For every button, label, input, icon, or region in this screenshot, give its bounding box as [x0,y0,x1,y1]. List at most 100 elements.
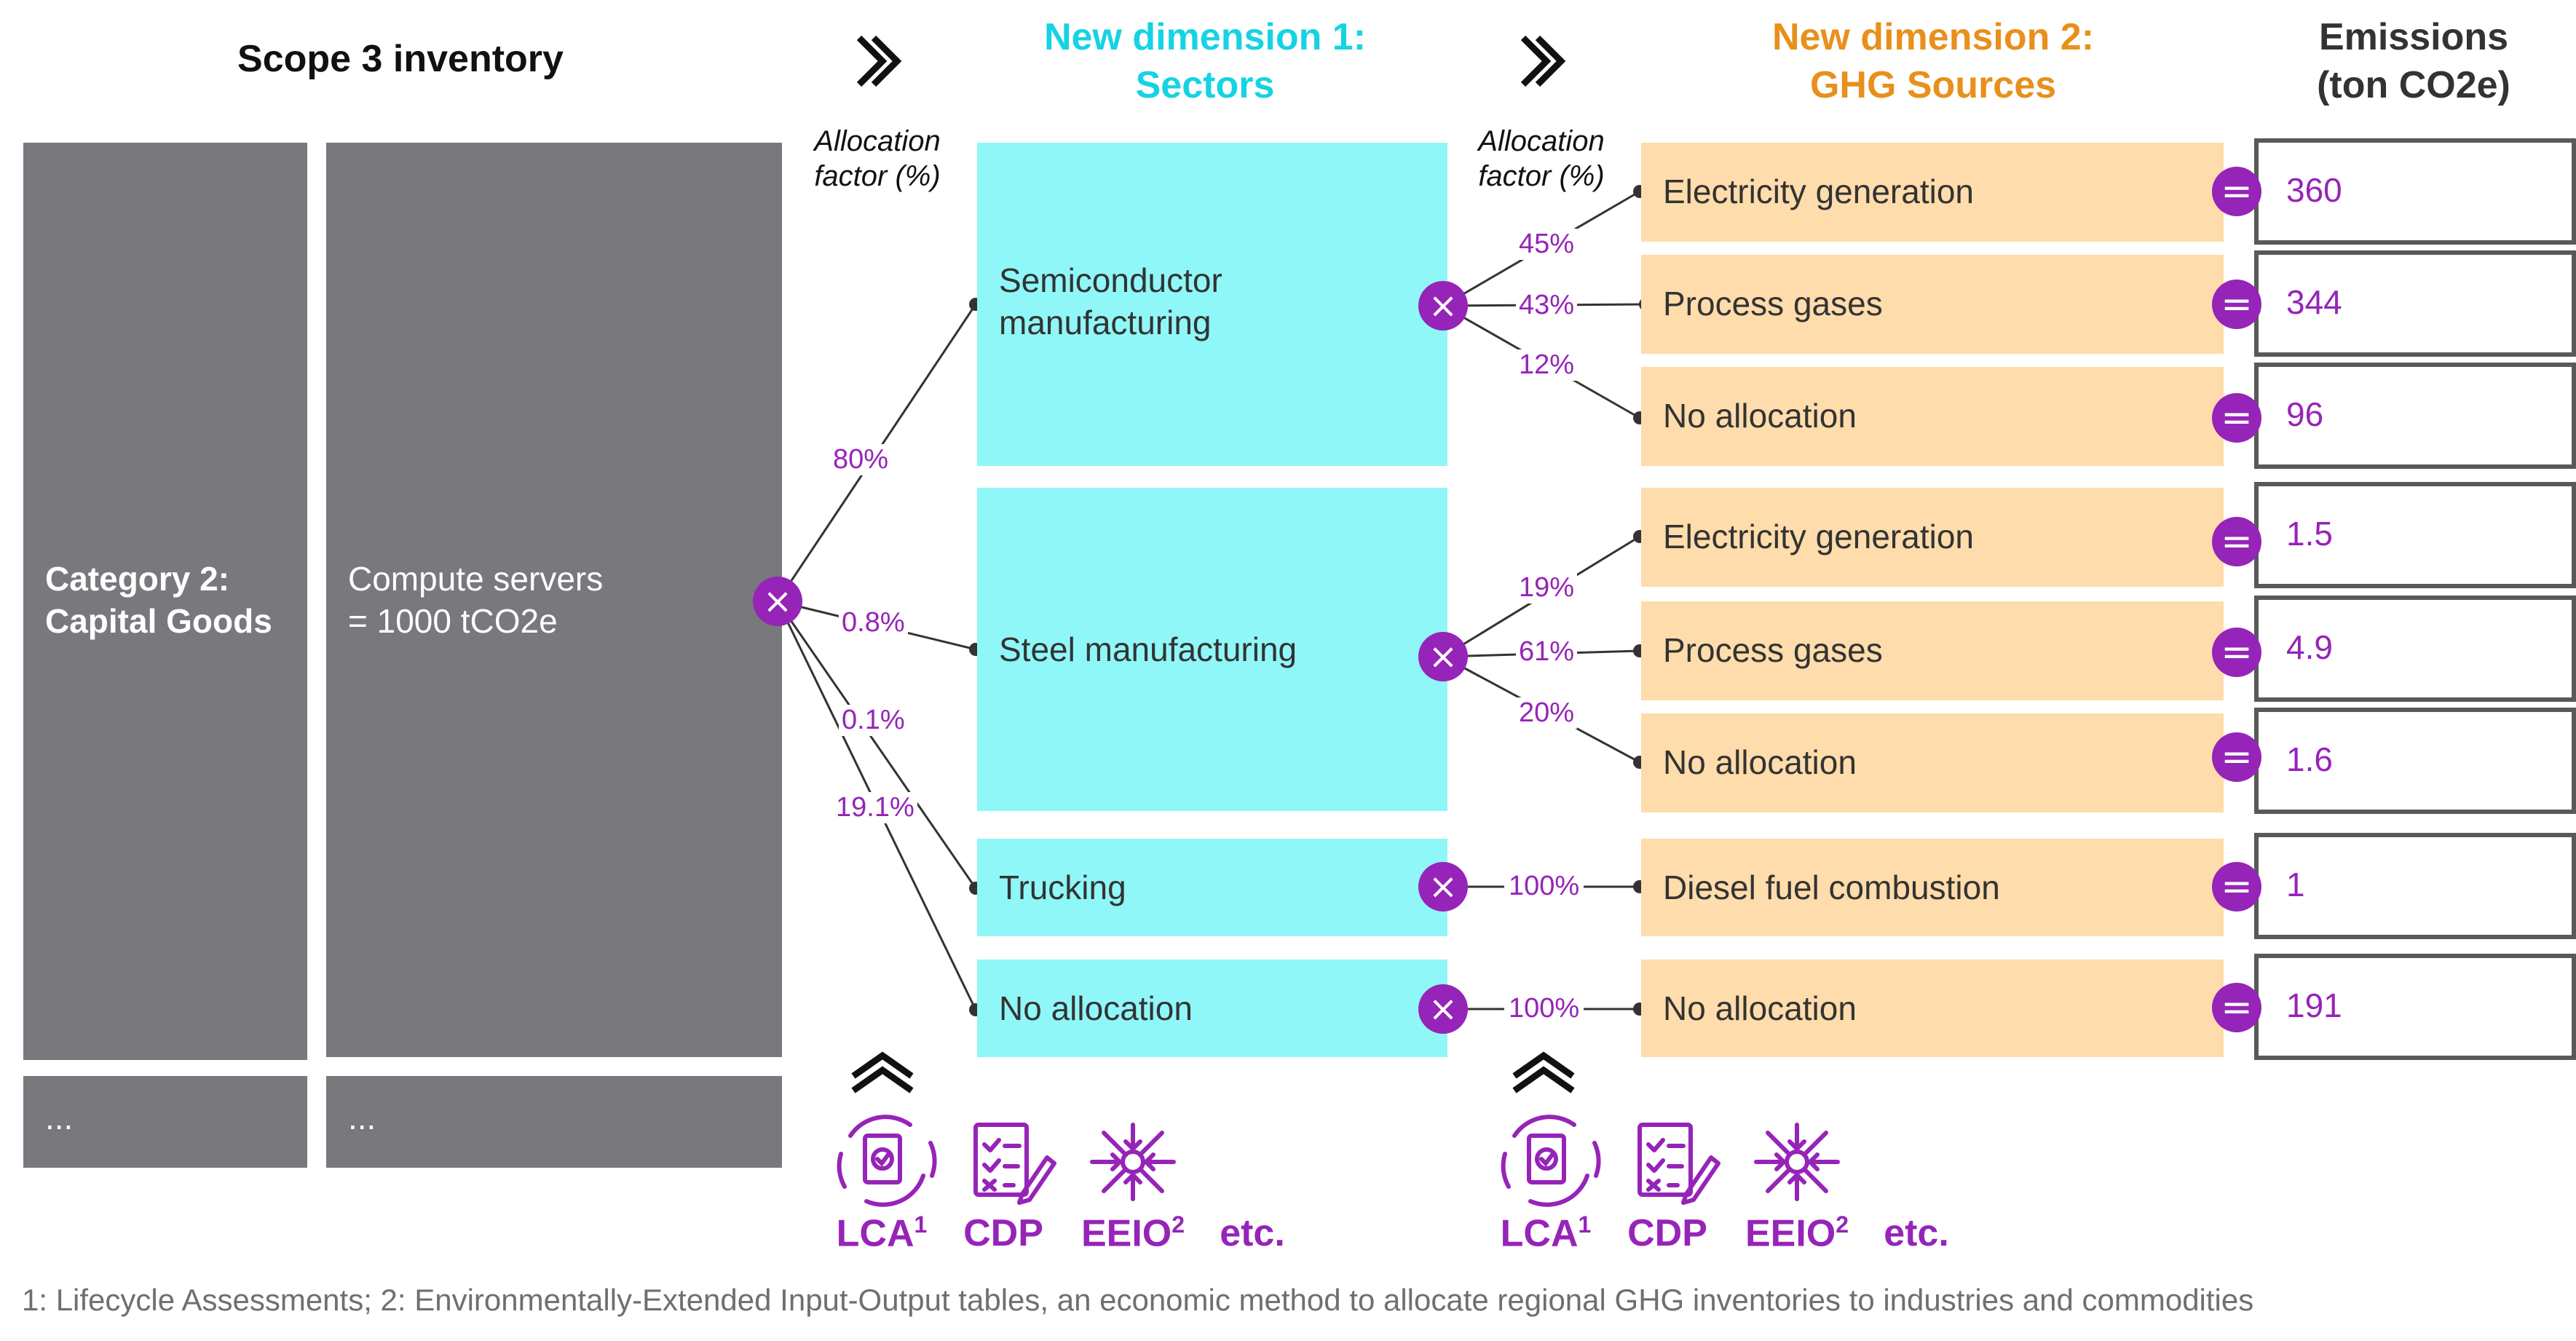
dimension2-heading: New dimension 2: GHG Sources [1696,13,2170,109]
more-items-box: ... [326,1076,782,1168]
source-label-lca: LCA1 [836,1211,928,1255]
multiply-badge: × [1418,984,1468,1034]
category-box: Category 2: Capital Goods [23,143,307,1060]
category-label-line1: Category 2: [45,560,230,598]
emissions-value: 344 [2286,283,2342,321]
cdp-checklist-icon [1637,1123,1720,1205]
ghg-source-box: Electricity generation [1641,488,2224,587]
category-label-line2: Capital Goods [45,602,272,640]
equals-badge: = [2212,280,2261,329]
ghg-source-box: Process gases [1641,255,2224,354]
ghg-factor-label: 19% [1516,572,1578,604]
ghg-source-box: No allocation [1641,960,2224,1057]
emissions-value: 1.6 [2286,740,2333,778]
connector-line [776,601,977,889]
multiply-badge: × [753,577,802,626]
allocation-caption-line1: Allocation [1478,125,1605,157]
sector-label: manufacturing [999,304,1212,341]
sector-label: Steel manufacturing [999,630,1297,668]
equals-badge: = [2212,983,2261,1032]
more-categories-box: ... [23,1076,307,1168]
lca-icon [837,1115,937,1207]
equals-badge: = [2212,393,2261,443]
ghg-source-label: Process gases [1663,285,1883,323]
emissions-heading: Emissions (ton CO2e) [2257,13,2570,109]
ghg-factor-label: 61% [1516,636,1578,668]
source-label-lca: LCA1 [1500,1211,1592,1255]
chevron-right-icon [856,35,902,87]
dimension2-heading-line1: New dimension 2: [1771,16,2095,58]
ghg-source-box: Process gases [1641,601,2224,700]
multiply-badge: × [1418,862,1468,911]
allocation-factor-caption: Allocation factor (%) [790,124,965,194]
multiply-badge: × [1418,281,1468,331]
ghg-source-box: Electricity generation [1641,143,2224,242]
ghg-factor-label: 100% [1504,993,1584,1024]
ghg-source-label: No allocation [1663,989,1857,1027]
emissions-box: 96 [2254,363,2576,469]
ghg-factor-label: 12% [1516,349,1578,381]
emissions-box: 1.5 [2254,482,2576,588]
sector-label: Semiconductor [999,261,1222,299]
sector-factor-label: 0.8% [839,607,908,638]
inventory-item-line1: Compute servers [348,560,604,598]
emissions-value: 1.5 [2286,515,2333,553]
emissions-value: 4.9 [2286,628,2333,666]
source-label-eeio: EEIO2 [1080,1211,1185,1255]
source-label-eeio: EEIO2 [1745,1211,1849,1255]
ghg-source-box: No allocation [1641,367,2224,466]
chevron-right-icon [1520,35,1566,87]
dimension1-heading-line1: New dimension 1: [1043,16,1367,58]
ghg-source-label: Diesel fuel combustion [1663,869,2000,906]
equals-badge: = [2212,862,2261,911]
ghg-factor-label: 20% [1516,697,1578,729]
multiply-badge: × [1418,632,1468,681]
source-label-cdp: CDP [1627,1212,1707,1254]
emissions-box: 191 [2254,954,2576,1060]
more-categories-ellipsis: ... [45,1099,74,1136]
ghg-source-label: Electricity generation [1663,173,1974,210]
emissions-box: 1.6 [2254,708,2576,814]
emissions-box: 1 [2254,833,2576,939]
lca-icon [1501,1115,1601,1207]
scope3-heading: Scope 3 inventory [237,38,564,80]
footnote: 1: Lifecycle Assessments; 2: Environment… [22,1283,2254,1317]
eeio-icon [1090,1123,1176,1201]
equals-badge: = [2212,732,2261,782]
ghg-source-box: Diesel fuel combustion [1641,839,2224,936]
sector-label: No allocation [999,989,1193,1027]
emissions-value: 96 [2286,395,2324,433]
chevron-up-icon [851,1051,914,1093]
equals-badge: = [2212,517,2261,566]
emissions-value: 1 [2286,866,2305,903]
sector-factor-label: 0.1% [839,705,908,736]
sector-box-steel: Steel manufacturing [977,488,1447,811]
ghg-factor-label: 45% [1516,229,1578,260]
source-label-etc: etc. [1884,1212,1949,1254]
source-label-etc: etc. [1220,1212,1285,1254]
source-label-cdp: CDP [963,1212,1043,1254]
equals-badge: = [2212,167,2261,216]
sector-factor-label: 19.1% [833,792,917,823]
emissions-box: 360 [2254,138,2576,245]
ghg-factor-label: 43% [1516,290,1578,321]
sector-label: Trucking [999,869,1126,906]
dimension2-heading-line2: GHG Sources [1809,64,2057,106]
emissions-value: 191 [2286,986,2342,1024]
ghg-source-label: No allocation [1663,743,1857,781]
ghg-source-label: No allocation [1663,397,1857,435]
emissions-heading-line1: Emissions [2318,16,2509,58]
sector-factor-label: 80% [830,444,892,475]
more-items-ellipsis: ... [348,1099,376,1136]
sector-box-no-allocation: No allocation [977,960,1447,1057]
allocation-caption-line1: Allocation [814,125,941,157]
chevron-up-icon [1512,1051,1575,1093]
ghg-factor-label: 100% [1504,871,1584,902]
sector-box-semiconductor: Semiconductor manufacturing [977,143,1447,466]
allocation-caption-line2: factor (%) [814,160,941,192]
ghg-source-box: No allocation [1641,713,2224,812]
equals-badge: = [2212,628,2261,677]
eeio-icon [1754,1123,1840,1201]
inventory-item-line2: = 1000 tCO2e [348,602,558,640]
